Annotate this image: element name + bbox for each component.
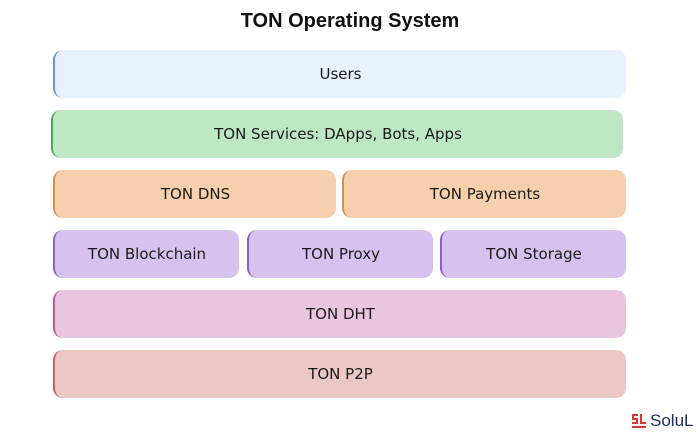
solulab-logo: SoluL <box>632 411 700 431</box>
layer-ton-p2p-label: TON P2P <box>308 365 373 383</box>
layer-ton-dns: TON DNS <box>53 170 336 218</box>
layer-users: Users <box>53 50 626 98</box>
layer-ton-storage: TON Storage <box>440 230 626 278</box>
layer-users-label: Users <box>319 65 362 83</box>
layer-ton-dns-label: TON DNS <box>160 185 231 203</box>
diagram-title: TON Operating System <box>240 10 460 32</box>
layer-ton-blockchain-label: TON Blockchain <box>87 245 207 263</box>
layer-ton-services: TON Services: DApps, Bots, Apps <box>51 110 623 158</box>
solulab-logo-icon <box>632 414 646 428</box>
layer-ton-storage-label: TON Storage <box>486 245 582 263</box>
layer-ton-proxy-label: TON Proxy <box>301 245 381 263</box>
layer-ton-blockchain: TON Blockchain <box>53 230 239 278</box>
layer-ton-dht-label: TON DHT <box>306 305 375 323</box>
layer-ton-dht: TON DHT <box>53 290 626 338</box>
layer-ton-payments-label: TON Payments <box>429 185 541 203</box>
layer-ton-services-label: TON Services: DApps, Bots, Apps <box>214 125 462 143</box>
layer-ton-p2p: TON P2P <box>53 350 626 398</box>
layer-ton-proxy: TON Proxy <box>247 230 433 278</box>
solulab-logo-text: SoluL <box>650 411 694 430</box>
layer-ton-payments: TON Payments <box>342 170 626 218</box>
